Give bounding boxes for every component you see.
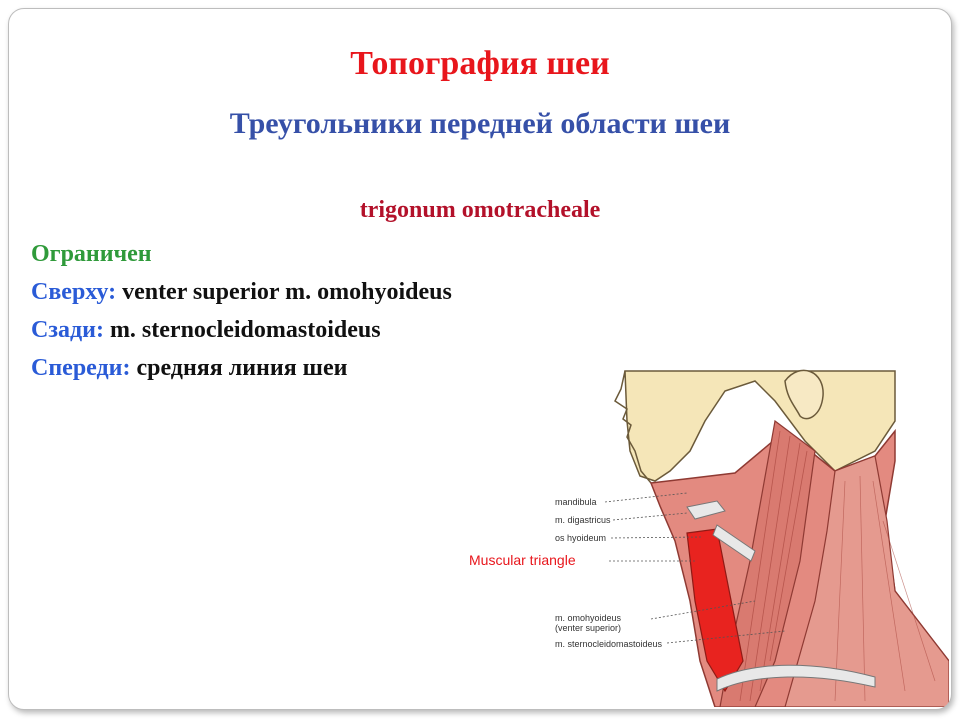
boundary-front: Спереди: средняя линия шеи (31, 349, 452, 387)
face-profile (614, 370, 652, 484)
hyoid-bone (686, 500, 726, 520)
label-scm: m. sternocleidomastoideus (555, 639, 663, 649)
slide-subtitle: Треугольники передней области шеи (229, 107, 731, 140)
slide-frame: Топография шеи Треугольники передней обл… (8, 8, 952, 710)
boundaries-block: Ограничен Сверху: venter superior m. omo… (31, 235, 452, 387)
posterior-muscles (784, 455, 949, 707)
head-skin (624, 370, 896, 482)
boundary-structure: venter superior m. omohyoideus (122, 279, 452, 305)
boundary-back: Сзади: m. sternocleidomastoideus (31, 311, 452, 349)
label-muscular-triangle: Muscular triangle (469, 552, 576, 568)
boundary-structure: средняя линия шеи (136, 355, 348, 381)
omohyoid-tendon (712, 524, 756, 562)
neck-anatomy-figure: mandibula m. digastricus os hyoideum Mus… (469, 369, 949, 707)
boundary-structure: m. sternocleidomastoideus (109, 317, 381, 343)
label-hyoideum: os hyoideum (555, 533, 606, 543)
label-digastricus: m. digastricus (555, 515, 611, 525)
slide-title: Топография шеи (350, 45, 610, 82)
label-leaders (604, 492, 786, 644)
ear (784, 369, 824, 420)
label-omohyoideus-sub: (venter superior) (555, 623, 621, 633)
boundary-side: Сзади: (31, 317, 104, 343)
label-omohyoideus: m. omohyoideus (555, 613, 622, 623)
clavicle (716, 664, 876, 692)
posterior-fibers (834, 475, 936, 702)
boundary-side: Спереди: (31, 355, 131, 381)
label-mandibula: mandibula (555, 497, 597, 507)
boundary-top: Сверху: venter superior m. omohyoideus (31, 273, 452, 311)
anatomical-term: trigonum omotracheale (359, 197, 601, 223)
bounded-label: Ограничен (31, 241, 152, 267)
boundary-side: Сверху: (31, 279, 117, 305)
